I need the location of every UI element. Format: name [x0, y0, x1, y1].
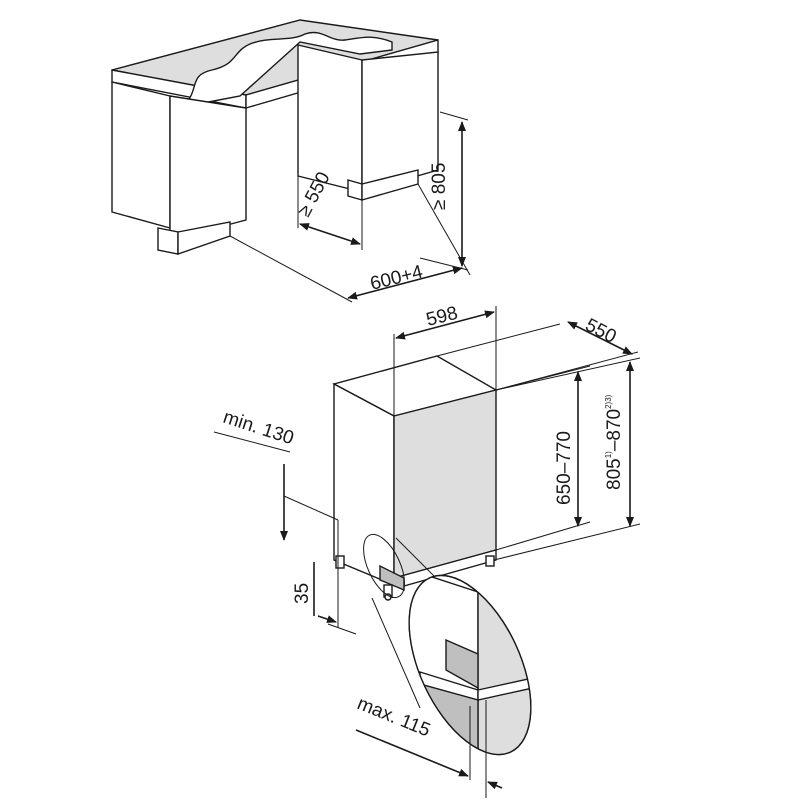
label-niche-width: 600+4: [368, 261, 425, 294]
label-appliance-depth: 550: [582, 315, 620, 348]
label-niche-height: ≥ 805: [429, 163, 450, 210]
appliance-door: [393, 389, 497, 579]
label-appliance-height: 8051)–8702)3): [604, 394, 625, 490]
niche-illustration: [111, 19, 471, 303]
left-cabinet: [111, 81, 247, 255]
label-plinth-offset: 35: [292, 583, 313, 604]
countertop-cutout: [182, 31, 393, 106]
label-door-height: 650–770: [554, 431, 575, 505]
label-plinth-min: min. 130: [220, 407, 296, 449]
label-appliance-width: 598: [424, 303, 460, 331]
right-cabinet: [297, 44, 439, 205]
